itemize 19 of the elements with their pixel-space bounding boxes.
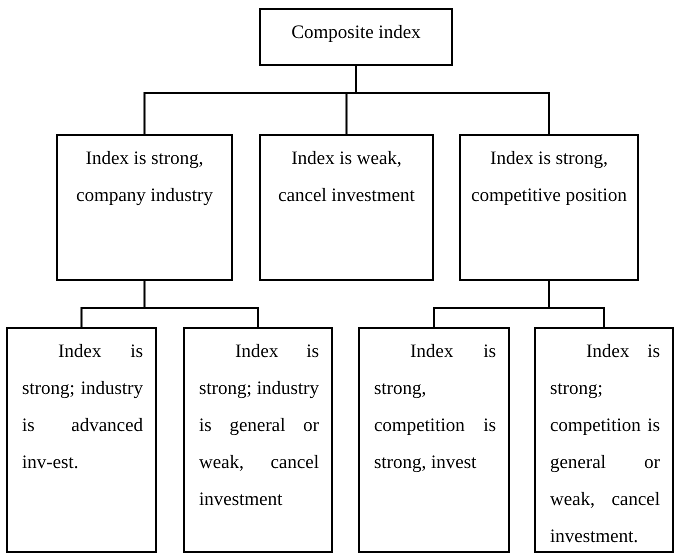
text-box — [259, 8, 453, 66]
connector-line — [548, 281, 605, 327]
box-text: Index is strong; industry is general or weak, cancel investment — [198, 340, 320, 512]
connector-line — [355, 66, 550, 134]
text-box — [183, 327, 333, 553]
box-text: Index is weak, cancel investment — [277, 147, 416, 208]
box-text: Composite index — [290, 21, 422, 45]
text-box — [56, 134, 233, 281]
box-text: Index is strong; competition is general or weak, cancel investment. — [549, 340, 661, 549]
text-box — [358, 327, 510, 553]
box-text: Index is strong, competition is strong, invest — [373, 340, 497, 475]
text-box — [534, 327, 674, 553]
text-box — [6, 327, 157, 553]
text-box — [259, 134, 434, 281]
box-text: Index is strong; industry is advanced inv-est. — [21, 340, 144, 475]
connector-line — [144, 281, 259, 327]
box-text: Index is strong, competitive position — [470, 147, 628, 208]
box-text: Index is strong, company industry — [75, 147, 214, 208]
text-box — [459, 134, 639, 281]
